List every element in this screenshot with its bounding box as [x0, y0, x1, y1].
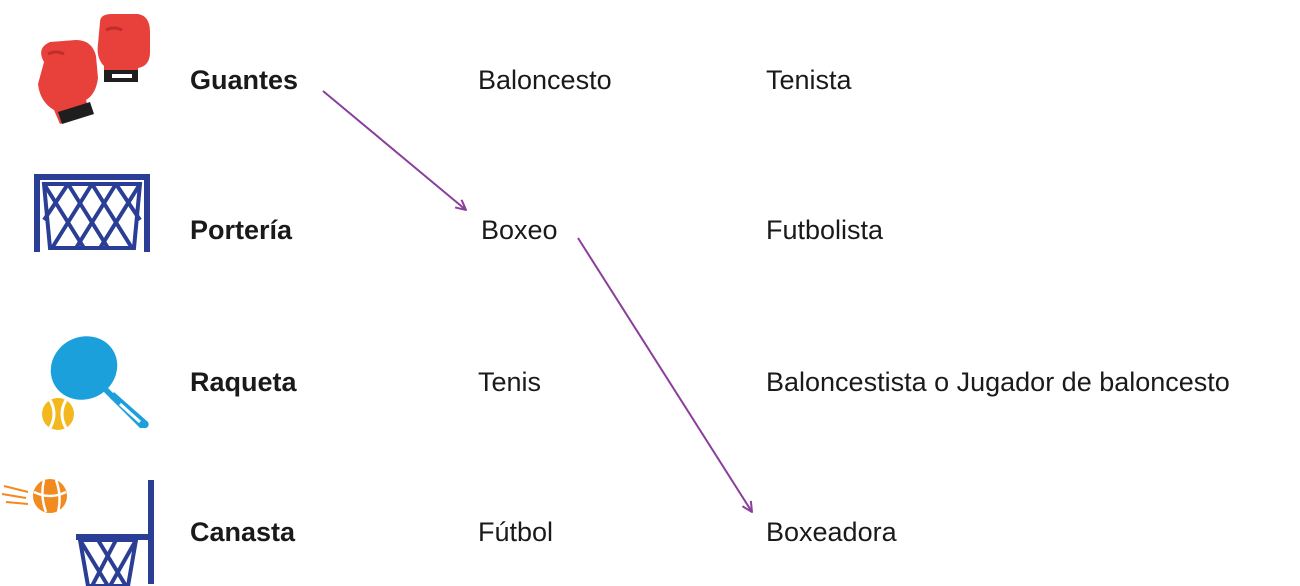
object-label-porteria: Portería: [190, 215, 293, 245]
athlete-label-tenista: Tenista: [766, 65, 852, 95]
sport-label-boxeo: Boxeo: [481, 215, 558, 245]
athlete-label-boxeadora: Boxeadora: [766, 517, 897, 547]
basketball-hoop-icon: [1, 479, 154, 586]
sport-label-futbol: Fútbol: [478, 517, 554, 547]
sport-label-tenis: Tenis: [478, 367, 542, 397]
arrow-guantes-to-boxeo: [322, 90, 466, 210]
athlete-label-futbolista: Futbolista: [766, 215, 884, 245]
object-label-canasta: Canasta: [190, 517, 296, 547]
arrow-boxeo-to-boxeadora: [577, 237, 752, 512]
object-label-raqueta: Raqueta: [190, 367, 297, 397]
object-label-guantes: Guantes: [190, 65, 299, 95]
boxing-gloves-icon: [38, 14, 150, 124]
soccer-goal-icon: [34, 174, 150, 252]
athlete-label-baloncestista: Baloncestista o Jugador de baloncesto: [766, 367, 1230, 397]
sport-label-baloncesto: Baloncesto: [478, 65, 612, 95]
tennis-racket-icon: [42, 336, 149, 430]
